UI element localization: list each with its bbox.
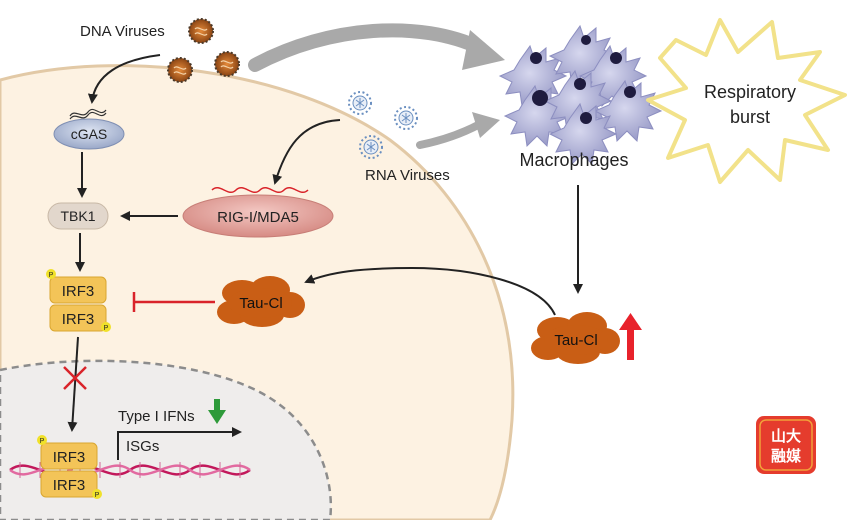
tau-cl-label-outside: Tau-Cl (554, 332, 597, 349)
phospho-label-1: P (49, 272, 54, 279)
block-cross-icon (63, 366, 87, 390)
rig-mda5-label: RIG-I/MDA5 (217, 209, 299, 226)
phospho-label-4: P (95, 492, 100, 499)
rna-viruses-label: RNA Viruses (365, 167, 450, 184)
dna-virus-particles (167, 18, 240, 83)
irf3-label-top: IRF3 (62, 283, 95, 300)
irf3-label-bottom: IRF3 (62, 311, 95, 328)
phospho-label-3: P (40, 438, 45, 445)
macrophages-cluster (498, 24, 663, 166)
tau-cl-cell: Tau-Cl (217, 276, 305, 327)
logo: 山大融媒 (756, 416, 816, 474)
transcription-arrow (117, 427, 242, 460)
type1-ifns-label: Type I IFNs (118, 408, 195, 425)
respiratory-burst: Respiratory burst (646, 18, 847, 184)
macrophages-label: Macrophages (519, 150, 628, 170)
tau-cl-label-cell: Tau-Cl (239, 295, 282, 312)
cgas-node: cGAS (53, 108, 125, 150)
arrow-tau-outside-to-inside (304, 266, 556, 316)
respiratory-burst-line2: burst (730, 107, 770, 127)
gray-arrow-rna-to-macrophages (416, 112, 500, 149)
down-arrow-icon (208, 399, 226, 424)
tbk1-node: TBK1 (47, 202, 109, 230)
rna-virus-particles (348, 91, 418, 159)
irf3-nuc-label-bottom: IRF3 (53, 477, 86, 494)
logo-text: 山大融媒 (771, 427, 802, 465)
arrow-irf3-to-nucleus (67, 336, 79, 432)
isgs-label: ISGs (126, 438, 159, 455)
tau-cl-outside: Tau-Cl (531, 312, 620, 364)
arrow-rna-to-rig (272, 119, 341, 185)
irf3-nuc-label-top: IRF3 (53, 449, 86, 466)
phospho-label-2: P (104, 325, 109, 332)
irf3-dimer-nucleus: IRF3 IRF3 P P (37, 435, 102, 499)
dna-viruses-label: DNA Viruses (80, 23, 165, 40)
arrow-dna-to-cgas (87, 54, 161, 104)
cgas-label: cGAS (71, 126, 108, 142)
gray-arrow-dna-to-macrophages (248, 23, 505, 72)
inhibition-tau-to-irf3 (132, 292, 215, 312)
respiratory-burst-line1: Respiratory (704, 82, 796, 102)
irf3-dimer-cytoplasm: IRF3 IRF3 P P (46, 269, 111, 332)
tbk1-label: TBK1 (60, 208, 95, 224)
rig-mda5-node: RIG-I/MDA5 (182, 187, 334, 238)
up-arrow-icon (619, 313, 642, 360)
